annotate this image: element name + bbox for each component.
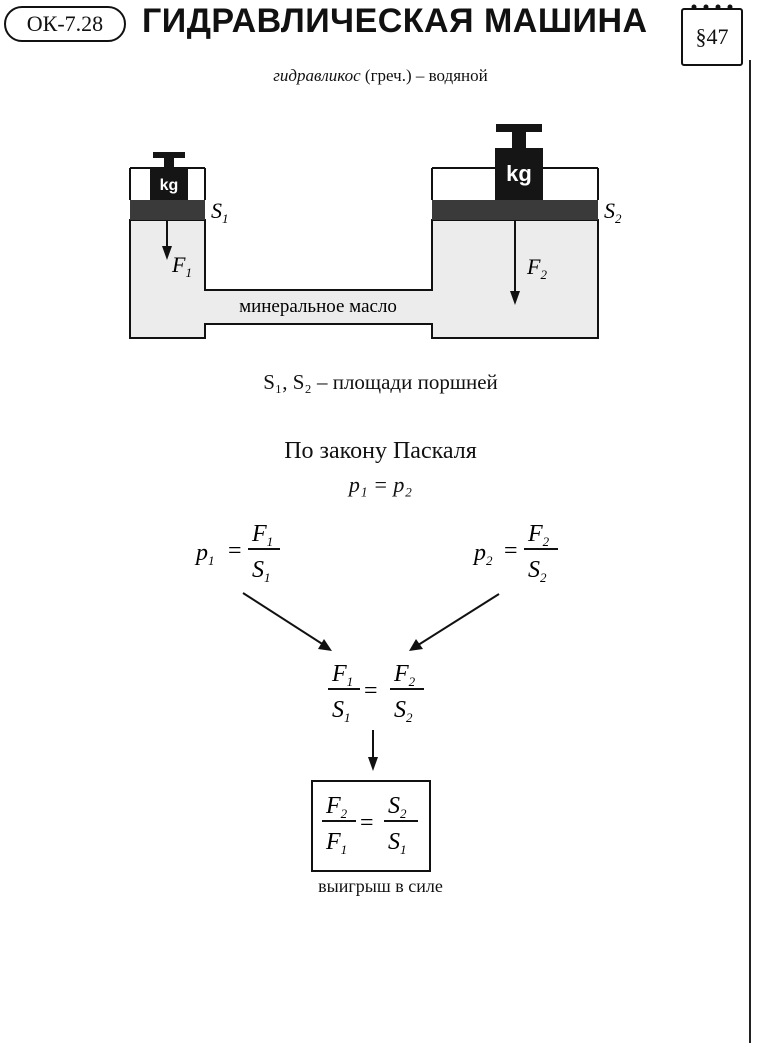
force2-label: F2: [526, 254, 547, 282]
svg-text:F2: F2: [325, 793, 348, 821]
arrow-left-converge: [242, 592, 332, 651]
page-edge-rule: [749, 60, 751, 1043]
p2-formula: p2 = F2 S2: [472, 521, 558, 585]
arrow-right-converge: [409, 593, 500, 651]
svg-text:S2: S2: [394, 697, 413, 725]
svg-text:F2: F2: [527, 521, 550, 549]
svg-text:S1: S1: [388, 829, 407, 857]
p1-formula: p1 = F1 S1: [194, 521, 280, 585]
binder-rings-icon: [691, 4, 733, 10]
svg-text:S2: S2: [388, 793, 407, 821]
small-piston: [130, 200, 205, 220]
svg-text:F1: F1: [251, 521, 273, 549]
page-title: ГИДРАВЛИЧЕСКАЯ МАШИНА: [142, 2, 648, 40]
lesson-code-badge: ОК-7.28: [4, 6, 126, 42]
force1-label: F1: [171, 252, 192, 280]
large-piston: [432, 200, 598, 220]
piston1-label: S1: [211, 198, 229, 226]
pressure-equality: p₁ = p₂: [348, 472, 413, 497]
force-gain-caption: выигрыш в силе: [318, 876, 443, 896]
arrow-down: [368, 730, 378, 771]
small-weight-label: kg: [160, 177, 179, 194]
svg-text:=: =: [360, 810, 374, 836]
etymology-word: гидравликос: [273, 66, 361, 85]
etymology-meaning: – водяной: [415, 66, 488, 85]
svg-text:p2: p2: [472, 540, 493, 568]
small-weight-icon: [150, 152, 188, 200]
force1-arrow: [162, 220, 172, 260]
svg-text:S1: S1: [332, 697, 351, 725]
piston2-label: S2: [604, 198, 622, 226]
area-caption: S₁, S₂ – площади поршней: [263, 370, 498, 394]
svg-text:F2: F2: [393, 661, 416, 689]
svg-text:F1: F1: [331, 661, 353, 689]
equal-ratio-formula: F1 S1 = F2 S2: [328, 661, 424, 725]
svg-text:F1: F1: [325, 829, 347, 857]
formula-derivation: p1 = F1 S1 p2 = F2 S2 F1 S1 = F2 S2 F2: [194, 521, 558, 872]
svg-text:p1: p1: [194, 540, 215, 568]
svg-text:=: =: [504, 538, 518, 564]
section-badge: §47: [681, 8, 743, 66]
liquid-label: минеральное масло: [239, 296, 397, 317]
svg-text:S1: S1: [252, 557, 271, 585]
hydraulic-press-diagram: kg kg S1 S2 F1 F2 минеральное масло: [129, 124, 622, 339]
svg-text:=: =: [228, 538, 242, 564]
force2-arrow: [510, 220, 520, 305]
pascal-law-heading: По закону Паскаля: [284, 438, 477, 464]
large-weight-label: kg: [506, 161, 532, 186]
etymology-line: гидравликос (греч.) – водяной: [0, 66, 761, 86]
svg-text:S2: S2: [528, 557, 547, 585]
liquid-body: [129, 219, 599, 339]
large-weight-icon: [495, 124, 543, 200]
etymology-lang: (греч.): [364, 66, 412, 85]
result-formula-box: F2 F1 = S2 S1: [311, 780, 431, 872]
svg-text:=: =: [364, 678, 378, 704]
